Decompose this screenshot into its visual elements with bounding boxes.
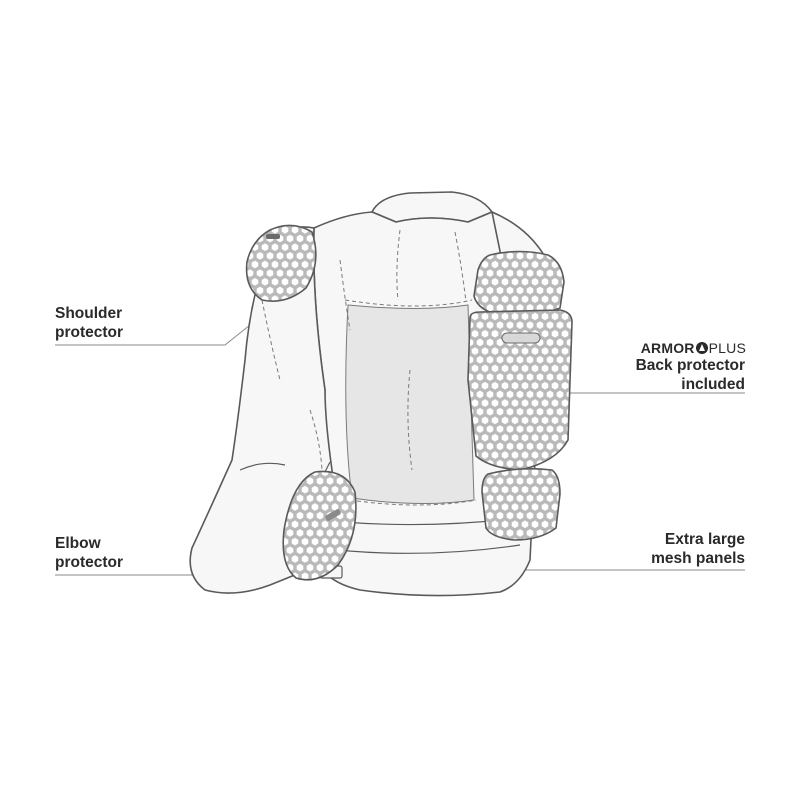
back-label-line-2: included (681, 376, 745, 393)
elbow-label-line-2: protector (55, 554, 124, 571)
armorplus-logo: ARMOR PLUS (640, 340, 746, 356)
elbow-protector (282, 470, 357, 581)
back-protector-label: Back protector included (595, 356, 745, 394)
back-protector-bottom (481, 467, 561, 541)
shoulder-protector-label: Shoulder protector (55, 304, 123, 342)
mesh-panels-label: Extra large mesh panels (595, 530, 745, 568)
brand-bold-text: ARMOR (640, 340, 695, 356)
shoulder-label-line-1: Shoulder (55, 305, 123, 322)
shoulder-protector (245, 224, 317, 302)
back-protector-logo-plate (501, 332, 541, 344)
mesh-label-line-2: mesh panels (651, 550, 745, 567)
brand-light-text: PLUS (708, 340, 746, 356)
mesh-label-line-1: Extra large (664, 531, 745, 548)
elbow-protector-tag (325, 509, 341, 521)
shoulder-protector-tag (266, 234, 280, 239)
mesh-panel (345, 304, 475, 505)
elbow-label-line-1: Elbow (55, 535, 101, 552)
back-label-line-1: Back protector (635, 357, 745, 374)
jacket-seams (261, 229, 477, 506)
elbow-protector-label: Elbow protector (55, 534, 123, 572)
armorplus-logo-icon (695, 342, 708, 354)
back-protector-top (473, 250, 565, 317)
back-protector (467, 250, 573, 541)
back-protector-middle (467, 309, 573, 471)
shoulder-label-line-2: protector (55, 324, 124, 341)
